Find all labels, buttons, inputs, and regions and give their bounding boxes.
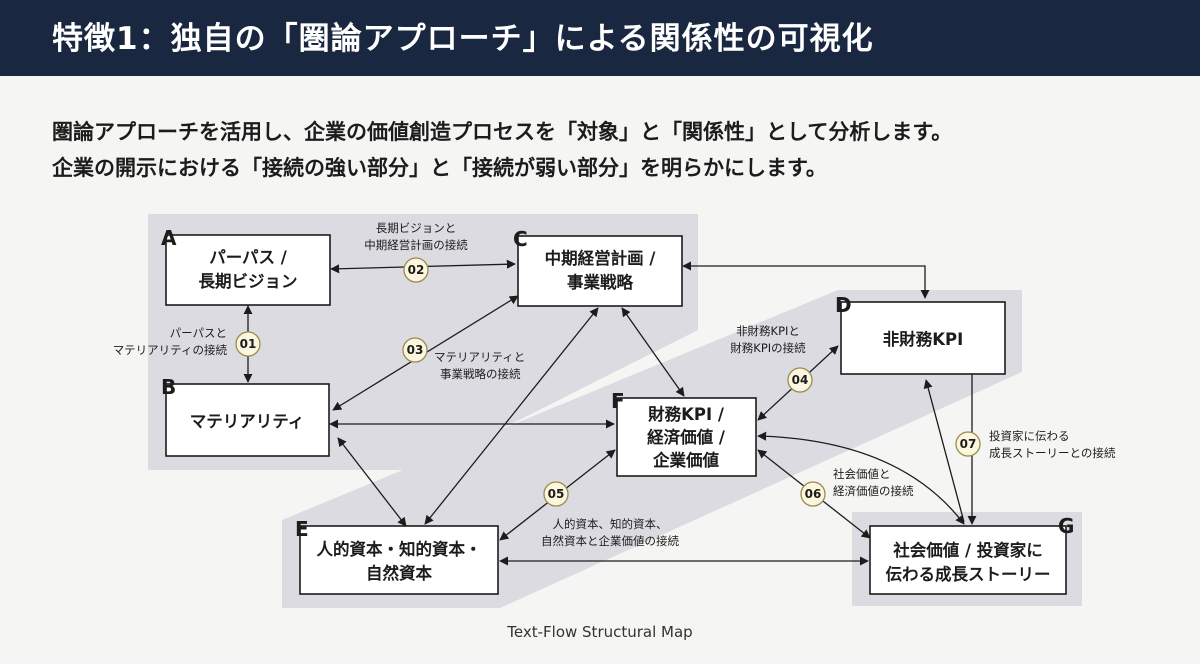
node-e-line-1: 人的資本・知的資本・ <box>317 539 482 559</box>
badge-04 <box>787 367 813 393</box>
connection-01-line-1: パーパスと <box>170 326 227 340</box>
node-a: A パーパス / 長期ビジョン <box>161 226 331 306</box>
connection-01-line-2: マテリアリティの接続 <box>113 343 228 357</box>
node-c-line-1: 中期経営計画 / <box>545 248 657 268</box>
badge-02-text: 02 <box>408 263 425 277</box>
node-g-line-1: 社会価値 / 投資家に <box>892 540 1043 560</box>
node-f-line-1: 財務KPI / <box>648 404 725 424</box>
node-g-letter: G <box>1058 514 1074 538</box>
connection-06-line-2: 経済価値の接続 <box>833 484 914 498</box>
node-b-letter: B <box>161 375 176 399</box>
node-b: B マテリアリティ <box>161 375 330 457</box>
node-f-letter: F <box>611 389 625 413</box>
connection-07: 07 投資家に伝わる 成長ストーリーとの接続 <box>955 429 1116 460</box>
connection-05-line-2: 自然資本と企業価値の接続 <box>541 534 679 548</box>
node-a-line-1: パーパス / <box>209 248 288 267</box>
edge-c-d <box>682 261 930 299</box>
badge-05-text: 05 <box>548 487 565 501</box>
connection-02-line-1: 長期ビジョンと <box>376 221 457 235</box>
badge-07-text: 07 <box>960 437 977 451</box>
node-d-line-1: 非財務KPI <box>883 329 964 349</box>
page-title: 特徴1：独自の「圏論アプローチ」による関係性の可視化 <box>52 21 874 57</box>
connection-04-line-1: 非財務KPIと <box>736 324 800 338</box>
diagram-caption: Text-Flow Structural Map <box>506 623 692 641</box>
edge-c-e <box>424 307 599 525</box>
node-c-line-2: 事業戦略 <box>567 272 634 292</box>
badge-03-text: 03 <box>407 343 424 357</box>
badge-07 <box>955 431 981 457</box>
node-g: G 社会価値 / 投資家に 伝わる成長ストーリー <box>869 514 1074 595</box>
node-a-letter: A <box>161 226 177 250</box>
connection-07-line-2: 成長ストーリーとの接続 <box>989 446 1116 460</box>
connection-03-line-1: マテリアリティと <box>434 350 525 364</box>
badge-01 <box>235 331 261 357</box>
intro-line-1: 圏論アプローチを活用し、企業の価値創造プロセスを「対象」と「関係性」として分析し… <box>52 120 953 144</box>
intro-line-2: 企業の開示における「接続の強い部分」と「接続が弱い部分」を明らかにします。 <box>52 156 827 180</box>
badge-05 <box>543 481 569 507</box>
connection-labels: パーパスと マテリアリティの接続 01 長期ビジョンと 中期経営計画の接続 02… <box>113 221 1116 548</box>
connection-04-line-2: 財務KPIの接続 <box>730 341 806 355</box>
connection-03: 03 マテリアリティと 事業戦略の接続 <box>402 337 525 381</box>
intro-text: 圏論アプローチを活用し、企業の価値創造プロセスを「対象」と「関係性」として分析し… <box>52 114 1162 186</box>
connection-04: 非財務KPIと 財務KPIの接続 04 <box>730 324 813 393</box>
node-d: D 非財務KPI <box>835 293 1006 375</box>
badge-04-text: 04 <box>792 373 809 387</box>
connection-03-line-2: 事業戦略の接続 <box>440 367 521 381</box>
badge-02 <box>403 257 429 283</box>
node-b-line-1: マテリアリティ <box>190 412 305 431</box>
connection-02-line-2: 中期経営計画の接続 <box>364 238 468 252</box>
nodes: A パーパス / 長期ビジョン B マテリアリティ C 中期経営計画 / 事業戦… <box>161 226 1074 595</box>
node-g-line-2: 伝わる成長ストーリー <box>886 564 1051 584</box>
node-d-letter: D <box>835 293 852 317</box>
node-c: C 中期経営計画 / 事業戦略 <box>513 227 683 307</box>
connection-05-line-1: 人的資本、知的資本、 <box>553 517 668 531</box>
node-e-line-2: 自然資本 <box>366 563 433 583</box>
badge-06 <box>800 481 826 507</box>
connection-02: 長期ビジョンと 中期経営計画の接続 02 <box>364 221 468 283</box>
connection-05: 05 人的資本、知的資本、 自然資本と企業価値の接続 <box>541 481 679 548</box>
node-c-letter: C <box>513 227 528 251</box>
connection-01: パーパスと マテリアリティの接続 01 <box>113 326 261 357</box>
node-e-letter: E <box>295 517 309 541</box>
node-f-line-2: 経済価値 / <box>647 427 726 447</box>
node-f-line-3: 企業価値 <box>652 450 720 470</box>
connection-07-line-1: 投資家に伝わる <box>989 429 1070 443</box>
node-a-line-2: 長期ビジョン <box>199 272 298 291</box>
node-e: E 人的資本・知的資本・ 自然資本 <box>295 517 499 595</box>
node-f: F 財務KPI / 経済価値 / 企業価値 <box>611 389 757 477</box>
badge-06-text: 06 <box>805 487 822 501</box>
header-bar: 特徴1：独自の「圏論アプローチ」による関係性の可視化 <box>0 0 1200 76</box>
edge-b-e <box>337 437 407 527</box>
connection-06: 06 社会価値と 経済価値の接続 <box>800 467 914 507</box>
edge-c-f <box>621 307 685 397</box>
edge-g-f <box>757 431 965 525</box>
connection-06-line-1: 社会価値と <box>833 467 891 481</box>
badge-03 <box>402 337 428 363</box>
badge-01-text: 01 <box>240 337 257 351</box>
